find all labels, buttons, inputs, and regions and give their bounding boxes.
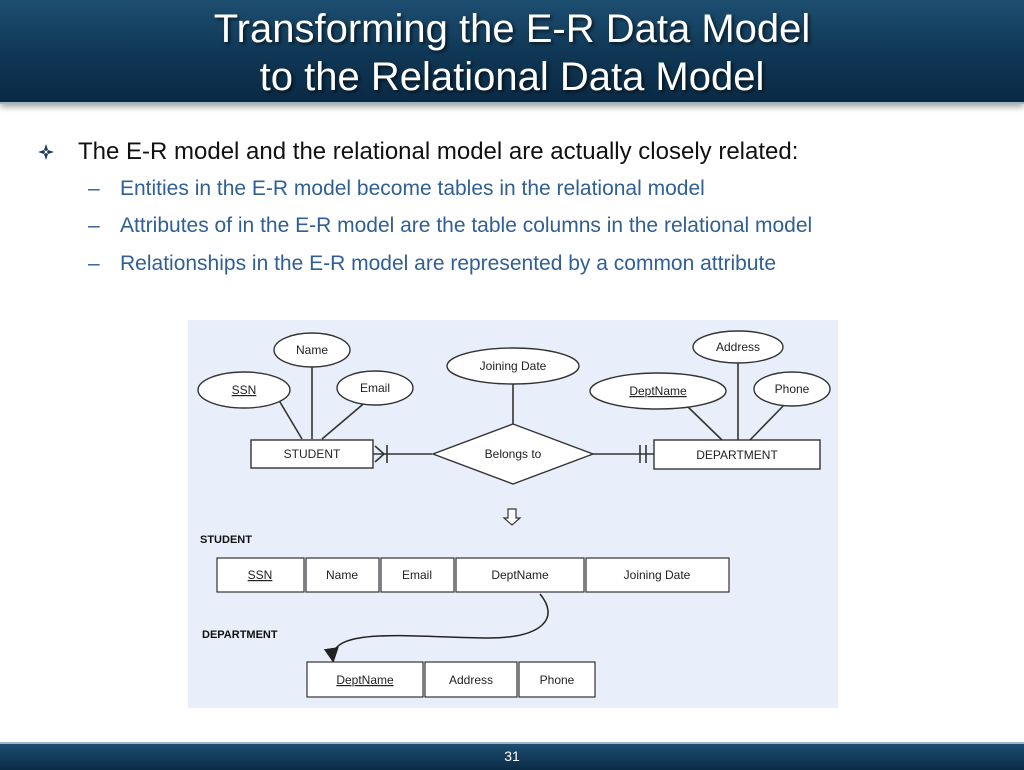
- foreign-key-arrow: [323, 593, 549, 663]
- slide-title-line-1: Transforming the E-R Data Model: [213, 7, 811, 51]
- connector-phone: [749, 402, 787, 441]
- student-col-email: Email: [402, 568, 432, 582]
- attr-phone-label: Phone: [775, 382, 810, 396]
- entity-department-label: DEPARTMENT: [696, 448, 778, 462]
- sub-bullet-2: Attributes of in the E-R model are the t…: [120, 214, 813, 237]
- entity-student-box: [250, 439, 374, 469]
- department-col-box: [424, 661, 518, 698]
- student-col-box: [585, 557, 730, 593]
- student-col-box: [305, 557, 380, 593]
- attr-ssn-ellipse: [197, 371, 291, 409]
- entity-student-label: STUDENT: [284, 447, 341, 461]
- attr-joining-date-label: Joining Date: [480, 359, 547, 373]
- relationship-label: Belongs to: [485, 447, 542, 461]
- connector-deptname: [687, 406, 723, 441]
- title-bar: Transforming the E-R Data Model to the R…: [0, 0, 1024, 104]
- student-col-joining-date: Joining Date: [624, 568, 691, 582]
- slide-title-line-2: to the Relational Data Model: [259, 55, 765, 99]
- dash-bullet: –: [88, 252, 100, 275]
- department-col-phone: Phone: [540, 673, 575, 687]
- department-col-deptname: DeptName: [336, 673, 394, 687]
- attr-email-label: Email: [360, 381, 390, 395]
- footer-bar: 31: [0, 742, 1024, 770]
- sub-bullet-3: Relationships in the E-R model are repre…: [120, 252, 777, 275]
- attr-name-ellipse: [273, 332, 351, 368]
- page-number: 31: [504, 748, 520, 764]
- student-col-ssn: SSN: [248, 568, 273, 582]
- attr-joining-date-ellipse: [446, 347, 580, 385]
- department-col-address: Address: [449, 673, 493, 687]
- main-bullet: The E-R model and the relational model a…: [78, 138, 799, 165]
- student-table-label: STUDENT: [200, 534, 252, 546]
- attr-address-label: Address: [716, 340, 760, 354]
- attr-name-label: Name: [296, 343, 328, 357]
- relationship-diamond: [431, 423, 595, 485]
- student-col-deptname: DeptName: [491, 568, 549, 582]
- transform-arrow-icon: [502, 508, 522, 526]
- crows-foot: [374, 453, 385, 463]
- crows-foot: [374, 445, 385, 455]
- department-col-box: [306, 661, 424, 698]
- attr-deptname-ellipse: [589, 372, 727, 410]
- diamond-bullet-icon: [38, 144, 54, 160]
- sub-bullet-1: Entities in the E-R model become tables …: [120, 177, 705, 200]
- student-col-name: Name: [326, 568, 358, 582]
- student-col-box: [455, 557, 585, 593]
- attr-phone-ellipse: [753, 371, 831, 407]
- attr-ssn-label: SSN: [232, 383, 257, 397]
- attr-email-ellipse: [336, 370, 414, 406]
- department-col-box: [518, 661, 596, 698]
- er-diagram-svg: Name SSN Email Joining Date Address Dept…: [197, 330, 831, 698]
- entity-department-box: [653, 439, 821, 470]
- dash-bullet: –: [88, 177, 100, 200]
- er-diagram-figure: Name SSN Email Joining Date Address Dept…: [188, 320, 838, 708]
- connector-email: [321, 399, 369, 440]
- dash-bullet: –: [88, 214, 100, 237]
- student-col-box: [380, 557, 455, 593]
- er-connectors: [273, 362, 787, 463]
- attr-deptname-label: DeptName: [629, 384, 687, 398]
- department-table-label: DEPARTMENT: [202, 629, 278, 641]
- student-col-box: [216, 557, 305, 593]
- attr-address-ellipse: [692, 330, 784, 364]
